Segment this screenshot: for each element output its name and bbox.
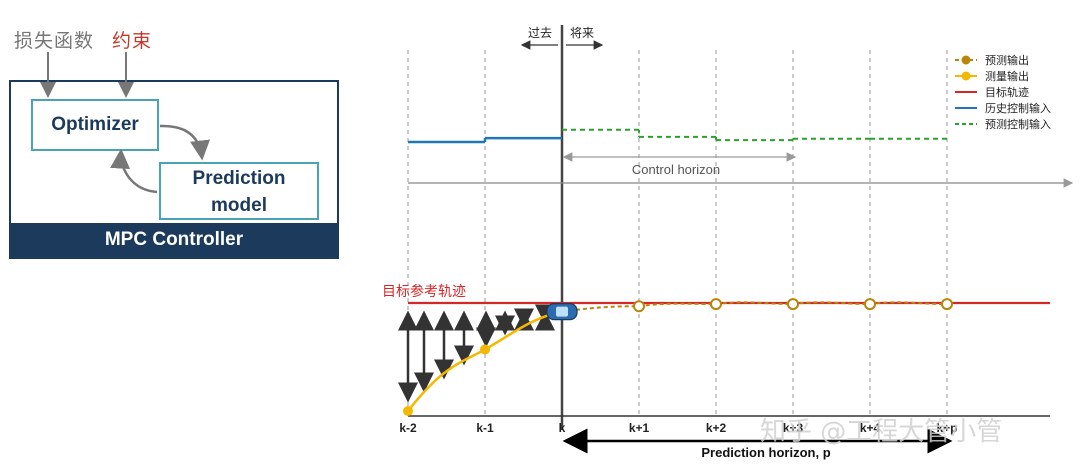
legend-marker-1 <box>961 71 971 81</box>
predicted-output-point-2 <box>710 298 722 311</box>
predicted-output-curve <box>561 301 948 313</box>
optimizer-to-prediction-arrow <box>159 124 210 161</box>
tick-label-k+2: k+2 <box>706 421 727 435</box>
past-label: 过去 <box>528 26 552 40</box>
prediction-label-line1: Prediction <box>192 168 286 189</box>
vehicle-window-icon <box>556 306 568 317</box>
predicted-output-point-5 <box>941 298 953 311</box>
predicted-output-point-3 <box>787 298 799 311</box>
prediction-horizon-label: Prediction horizon, p <box>701 445 830 460</box>
predicted-output-point-4 <box>864 298 876 311</box>
optimizer-label: Optimizer <box>51 114 139 135</box>
mpc-controller-box: Optimizer Prediction model MPC Controlle… <box>9 80 339 259</box>
future-label: 将来 <box>570 26 594 40</box>
constraint-label: 约束 <box>112 30 153 52</box>
predicted-output-point-1 <box>633 300 645 313</box>
tick-label-k+1: k+1 <box>629 421 650 435</box>
mpc-controller-label: MPC Controller <box>11 223 337 257</box>
tick-label-k+3: k+3 <box>783 421 804 435</box>
block-diagram-arrows <box>40 52 210 194</box>
control-horizon-label: Control horizon <box>632 162 720 177</box>
legend-marker-0 <box>961 55 971 65</box>
legend-label-4: 预测控制输入 <box>985 117 1051 131</box>
prediction-to-optimizer-arrow <box>110 148 158 194</box>
legend-label-3: 历史控制输入 <box>985 101 1051 115</box>
prediction-model-block: Prediction model <box>159 162 319 220</box>
legend-label-0: 预测输出 <box>985 53 1029 67</box>
reference-label: 目标参考轨迹 <box>382 283 466 300</box>
measured-output-point-1 <box>480 344 490 355</box>
tick-label-k: k <box>559 421 566 435</box>
watermark-text: 知乎 @工程大管小管 <box>760 417 1002 447</box>
optimizer-block: Optimizer <box>31 99 159 151</box>
tick-label-k-2: k-2 <box>399 421 417 435</box>
tick-label-k+4: k+4 <box>860 421 881 435</box>
legend-label-2: 目标轨迹 <box>985 85 1029 99</box>
tick-label-k+p: k+p <box>936 421 957 435</box>
loss-function-label: 损失函数 <box>14 30 95 52</box>
tick-label-k-1: k-1 <box>476 421 494 435</box>
legend-label-1: 测量输出 <box>985 69 1029 83</box>
prediction-label-line2: model <box>211 195 267 216</box>
measured-output-point-0 <box>403 406 413 416</box>
